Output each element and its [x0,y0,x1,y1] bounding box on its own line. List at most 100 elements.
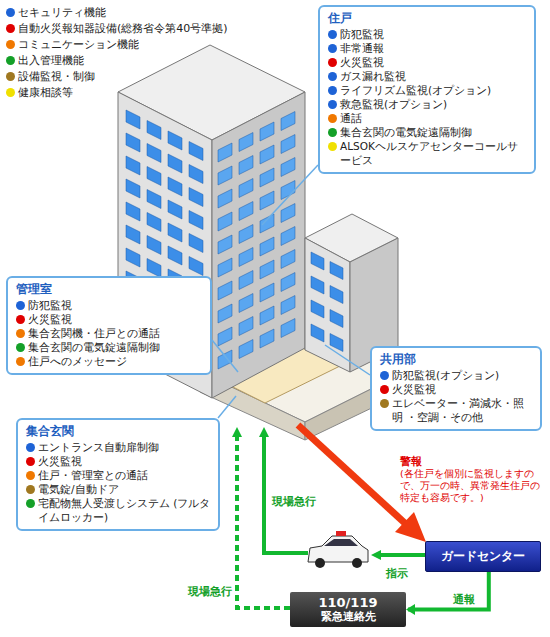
feature-dot [328,58,337,67]
window [218,327,232,346]
legend-text: 自動火災報知器設備(総務省令第40号準拠) [18,22,228,35]
window [260,306,274,325]
legend-swatch [6,8,15,17]
feature-item: 集合玄関機・住戸との通話 [16,326,204,340]
window [218,281,232,300]
window [281,112,295,131]
leader-line [218,396,236,418]
feature-item: 防犯監視 [328,27,528,41]
feature-item: 火災監視 [380,382,534,396]
feature-dot [26,443,35,452]
window [126,202,140,221]
box-text: 緊急連絡先 [294,610,402,624]
car-body [308,536,368,562]
feature-text: 宅配物無人受渡しシステム (フルタイムロッカー) [38,497,210,523]
window [239,317,253,336]
window [147,144,161,163]
legend-swatch [6,88,15,97]
window [281,135,295,154]
feature-item: 火災監視 [26,454,212,468]
feature-dot [328,72,337,81]
window [281,296,295,315]
feature-dot [328,142,337,151]
window [281,227,295,246]
window [239,179,253,198]
window [168,177,182,196]
feature-text: 住戸・管理室との通話 [38,469,148,481]
feature-dot [16,315,25,324]
feature-text: ガス漏れ監視 [340,70,406,82]
patrol-car [308,531,368,568]
feature-item: 通話 [328,111,528,125]
window [168,200,182,219]
rush-arrow [237,432,290,608]
legend: セキュリティ機能自動火災報知器設備(総務省令第40号準拠)コミュニケーション機能… [6,5,228,101]
window [260,329,274,348]
window [147,236,161,255]
feature-item: 非常通報 [328,41,528,55]
window [218,350,232,369]
feature-text: ALSOKヘルスケアセンターコールサービス [340,140,518,166]
window [126,225,140,244]
legend-row: セキュリティ機能 [6,5,228,21]
window [311,276,324,294]
window [260,122,274,141]
feature-dot [16,357,25,366]
feature-item: 集合玄関の電気錠遠隔制御 [328,125,528,139]
box-heading: 共用部 [380,352,534,366]
legend-row: 出入管理機能 [6,53,228,69]
arrow-head [395,512,426,542]
feature-text: エントランス自動扉制御 [38,441,159,453]
window [189,165,203,184]
feature-item: 防犯監視 [16,298,204,312]
feature-text: ライフリズム監視(オプション) [340,84,491,96]
annotation-label: 警報 [398,454,424,469]
callout-box: 集合玄関エントランス自動扉制御火災監視住戸・管理室との通話電気錠/自動ドア宅配物… [16,418,220,531]
feature-item: エントランス自動扉制御 [26,440,212,454]
box-heading: 住戸 [328,11,528,25]
feature-item: 集合玄関の電気錠遠隔制御 [16,340,204,354]
window [168,131,182,150]
legend-swatch [6,56,15,65]
feature-text: 非常通報 [340,42,384,54]
car-wheel [352,558,362,568]
connector [406,572,489,615]
annotation-label: 現場急行 [186,584,234,599]
window [126,110,140,129]
legend-swatch [6,40,15,49]
window [239,202,253,221]
legend-text: 設備監視・制御 [18,70,95,83]
feature-item: 住戸へのメッセージ [16,354,204,368]
feature-item: 火災監視 [16,312,204,326]
feature-dot [328,100,337,109]
alarm-arrow [298,425,408,526]
feature-item: 救急監視(オプション) [328,97,528,111]
window [281,319,295,338]
window [260,260,274,279]
window [330,262,343,280]
box-heading: 集合玄関 [26,424,212,438]
feature-dot [16,329,25,338]
window [260,145,274,164]
window [239,340,253,359]
tower-face [305,238,350,372]
box-heading: 管理室 [16,282,204,296]
annotation-label: 指示 [384,566,410,581]
feature-dot [26,485,35,494]
feature-dot [26,499,35,508]
feature-dot [328,30,337,39]
legend-row: 設備監視・制御 [6,69,228,85]
legend-swatch [6,24,15,33]
window [218,166,232,185]
window [239,156,253,175]
window [281,204,295,223]
car-light [336,531,346,536]
feature-dot [328,128,337,137]
window [189,188,203,207]
feature-item: ALSOKヘルスケアセンターコールサービス [328,139,528,167]
feature-dot [26,471,35,480]
feature-item: 火災監視 [328,55,528,69]
legend-text: 健康相談等 [18,86,73,99]
window [147,167,161,186]
feature-item: エレベーター・満減水・照明 ・空調・その他 [380,396,534,424]
